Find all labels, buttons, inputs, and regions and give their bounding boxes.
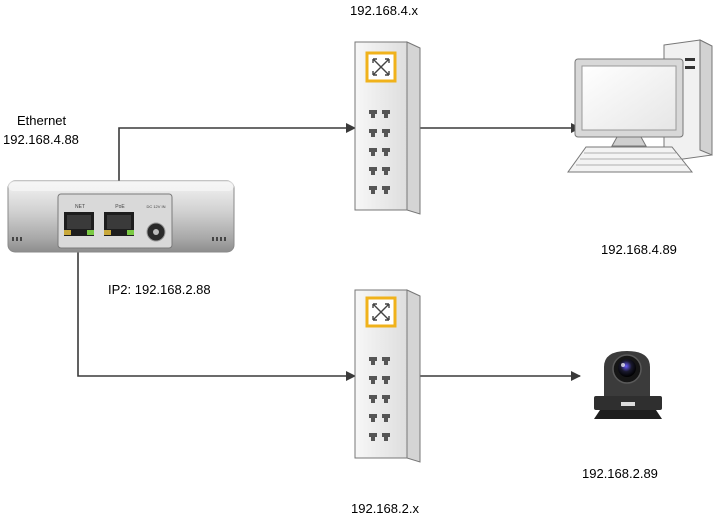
switch-port-icon bbox=[382, 395, 390, 403]
switch-port-icon bbox=[369, 148, 377, 156]
link-encoder-switch-top bbox=[118, 123, 356, 181]
switch-port-icon bbox=[369, 433, 377, 441]
switch-port-icon bbox=[382, 110, 390, 118]
switch-port-icon bbox=[382, 414, 390, 422]
switch-port-icon bbox=[382, 148, 390, 156]
switch-port-icon bbox=[369, 376, 377, 384]
ethernet-title: Ethernet bbox=[17, 113, 67, 128]
subnet-top-label: 192.168.4.x bbox=[350, 3, 418, 18]
encoder-device-icon: NET PoE DC 12V IN bbox=[7, 180, 235, 253]
ptz-camera-icon bbox=[594, 351, 662, 419]
switch-port-icon bbox=[369, 395, 377, 403]
poe-port-icon bbox=[104, 212, 134, 236]
subnet-bottom-label: 192.168.2.x bbox=[351, 501, 419, 516]
switch-port-icon bbox=[369, 414, 377, 422]
port-poe-label: PoE bbox=[115, 204, 125, 210]
desktop-computer-icon bbox=[567, 39, 713, 173]
camera-ip-label: 192.168.2.89 bbox=[582, 466, 658, 481]
port-net-label: NET bbox=[75, 204, 85, 210]
link-encoder-switch-bottom bbox=[77, 233, 356, 381]
switch-port-icon bbox=[369, 357, 377, 365]
switch-port-icon bbox=[382, 167, 390, 175]
switch-port-icon bbox=[382, 433, 390, 441]
switch-port-icon bbox=[382, 129, 390, 137]
dc-jack-icon bbox=[146, 222, 166, 242]
switch-port-icon bbox=[369, 129, 377, 137]
net-port-icon bbox=[64, 212, 94, 236]
pc-ip-label: 192.168.4.89 bbox=[601, 242, 677, 257]
switch-port-icon bbox=[369, 110, 377, 118]
ethernet-ip: 192.168.4.88 bbox=[3, 132, 79, 147]
ip2-label: IP2: 192.168.2.88 bbox=[108, 282, 211, 297]
port-dc-label: DC 12V IN bbox=[146, 204, 165, 209]
switch-port-icon bbox=[382, 186, 390, 194]
network-switch-icon bbox=[354, 289, 421, 463]
network-switch-icon bbox=[354, 41, 421, 215]
switch-port-icon bbox=[382, 376, 390, 384]
switch-port-icon bbox=[369, 167, 377, 175]
switch-port-icon bbox=[382, 357, 390, 365]
switch-port-icon bbox=[369, 186, 377, 194]
